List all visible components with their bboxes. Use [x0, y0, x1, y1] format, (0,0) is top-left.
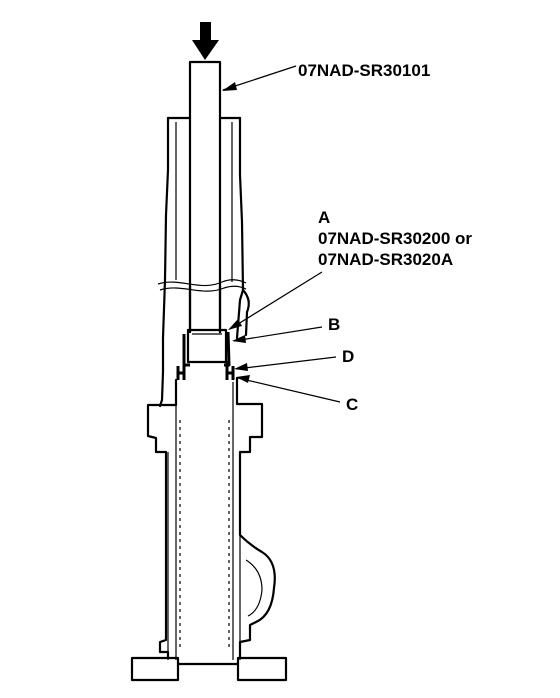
- label-b: B: [328, 315, 340, 334]
- seal-driver-a: [186, 284, 228, 364]
- label-tool-top: 07NAD-SR30101: [298, 61, 430, 80]
- label-a-line1: 07NAD-SR30200 or: [318, 229, 472, 248]
- damper-lower-body: [146, 376, 276, 660]
- label-a-line2: 07NAD-SR3020A: [318, 250, 453, 269]
- rings-c-d: [176, 360, 235, 380]
- label-a-letter: A: [318, 208, 330, 227]
- label-c: C: [346, 395, 358, 414]
- down-arrow-icon: [192, 22, 219, 60]
- label-d: D: [342, 347, 354, 366]
- leader-lines: [222, 65, 341, 403]
- base-support: [130, 656, 288, 682]
- damper-outer-tube: [157, 116, 250, 408]
- seal-b: [182, 331, 231, 367]
